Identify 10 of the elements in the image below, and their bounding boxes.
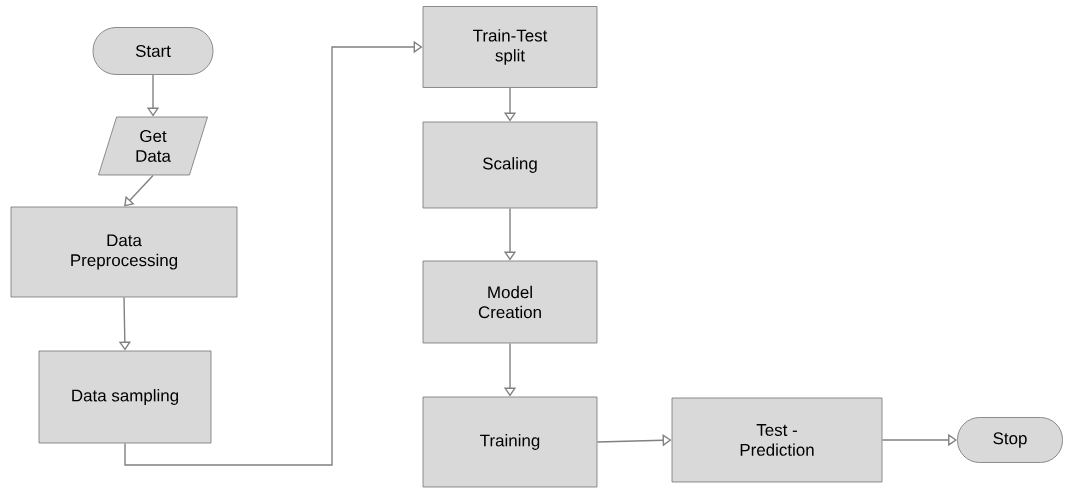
arrow <box>124 174 154 207</box>
process-box: Data sampling <box>38 350 212 444</box>
arrow <box>124 40 423 466</box>
process-box: Train-Test split <box>422 6 598 88</box>
process-box: Test - Prediction <box>671 397 883 483</box>
data-parallelogram: Get Data <box>98 116 208 176</box>
process-box: Training <box>422 396 598 488</box>
process-box: Data Preprocessing <box>10 206 238 298</box>
process-box: Scaling <box>422 121 598 209</box>
process-box: Model Creation <box>422 260 598 344</box>
